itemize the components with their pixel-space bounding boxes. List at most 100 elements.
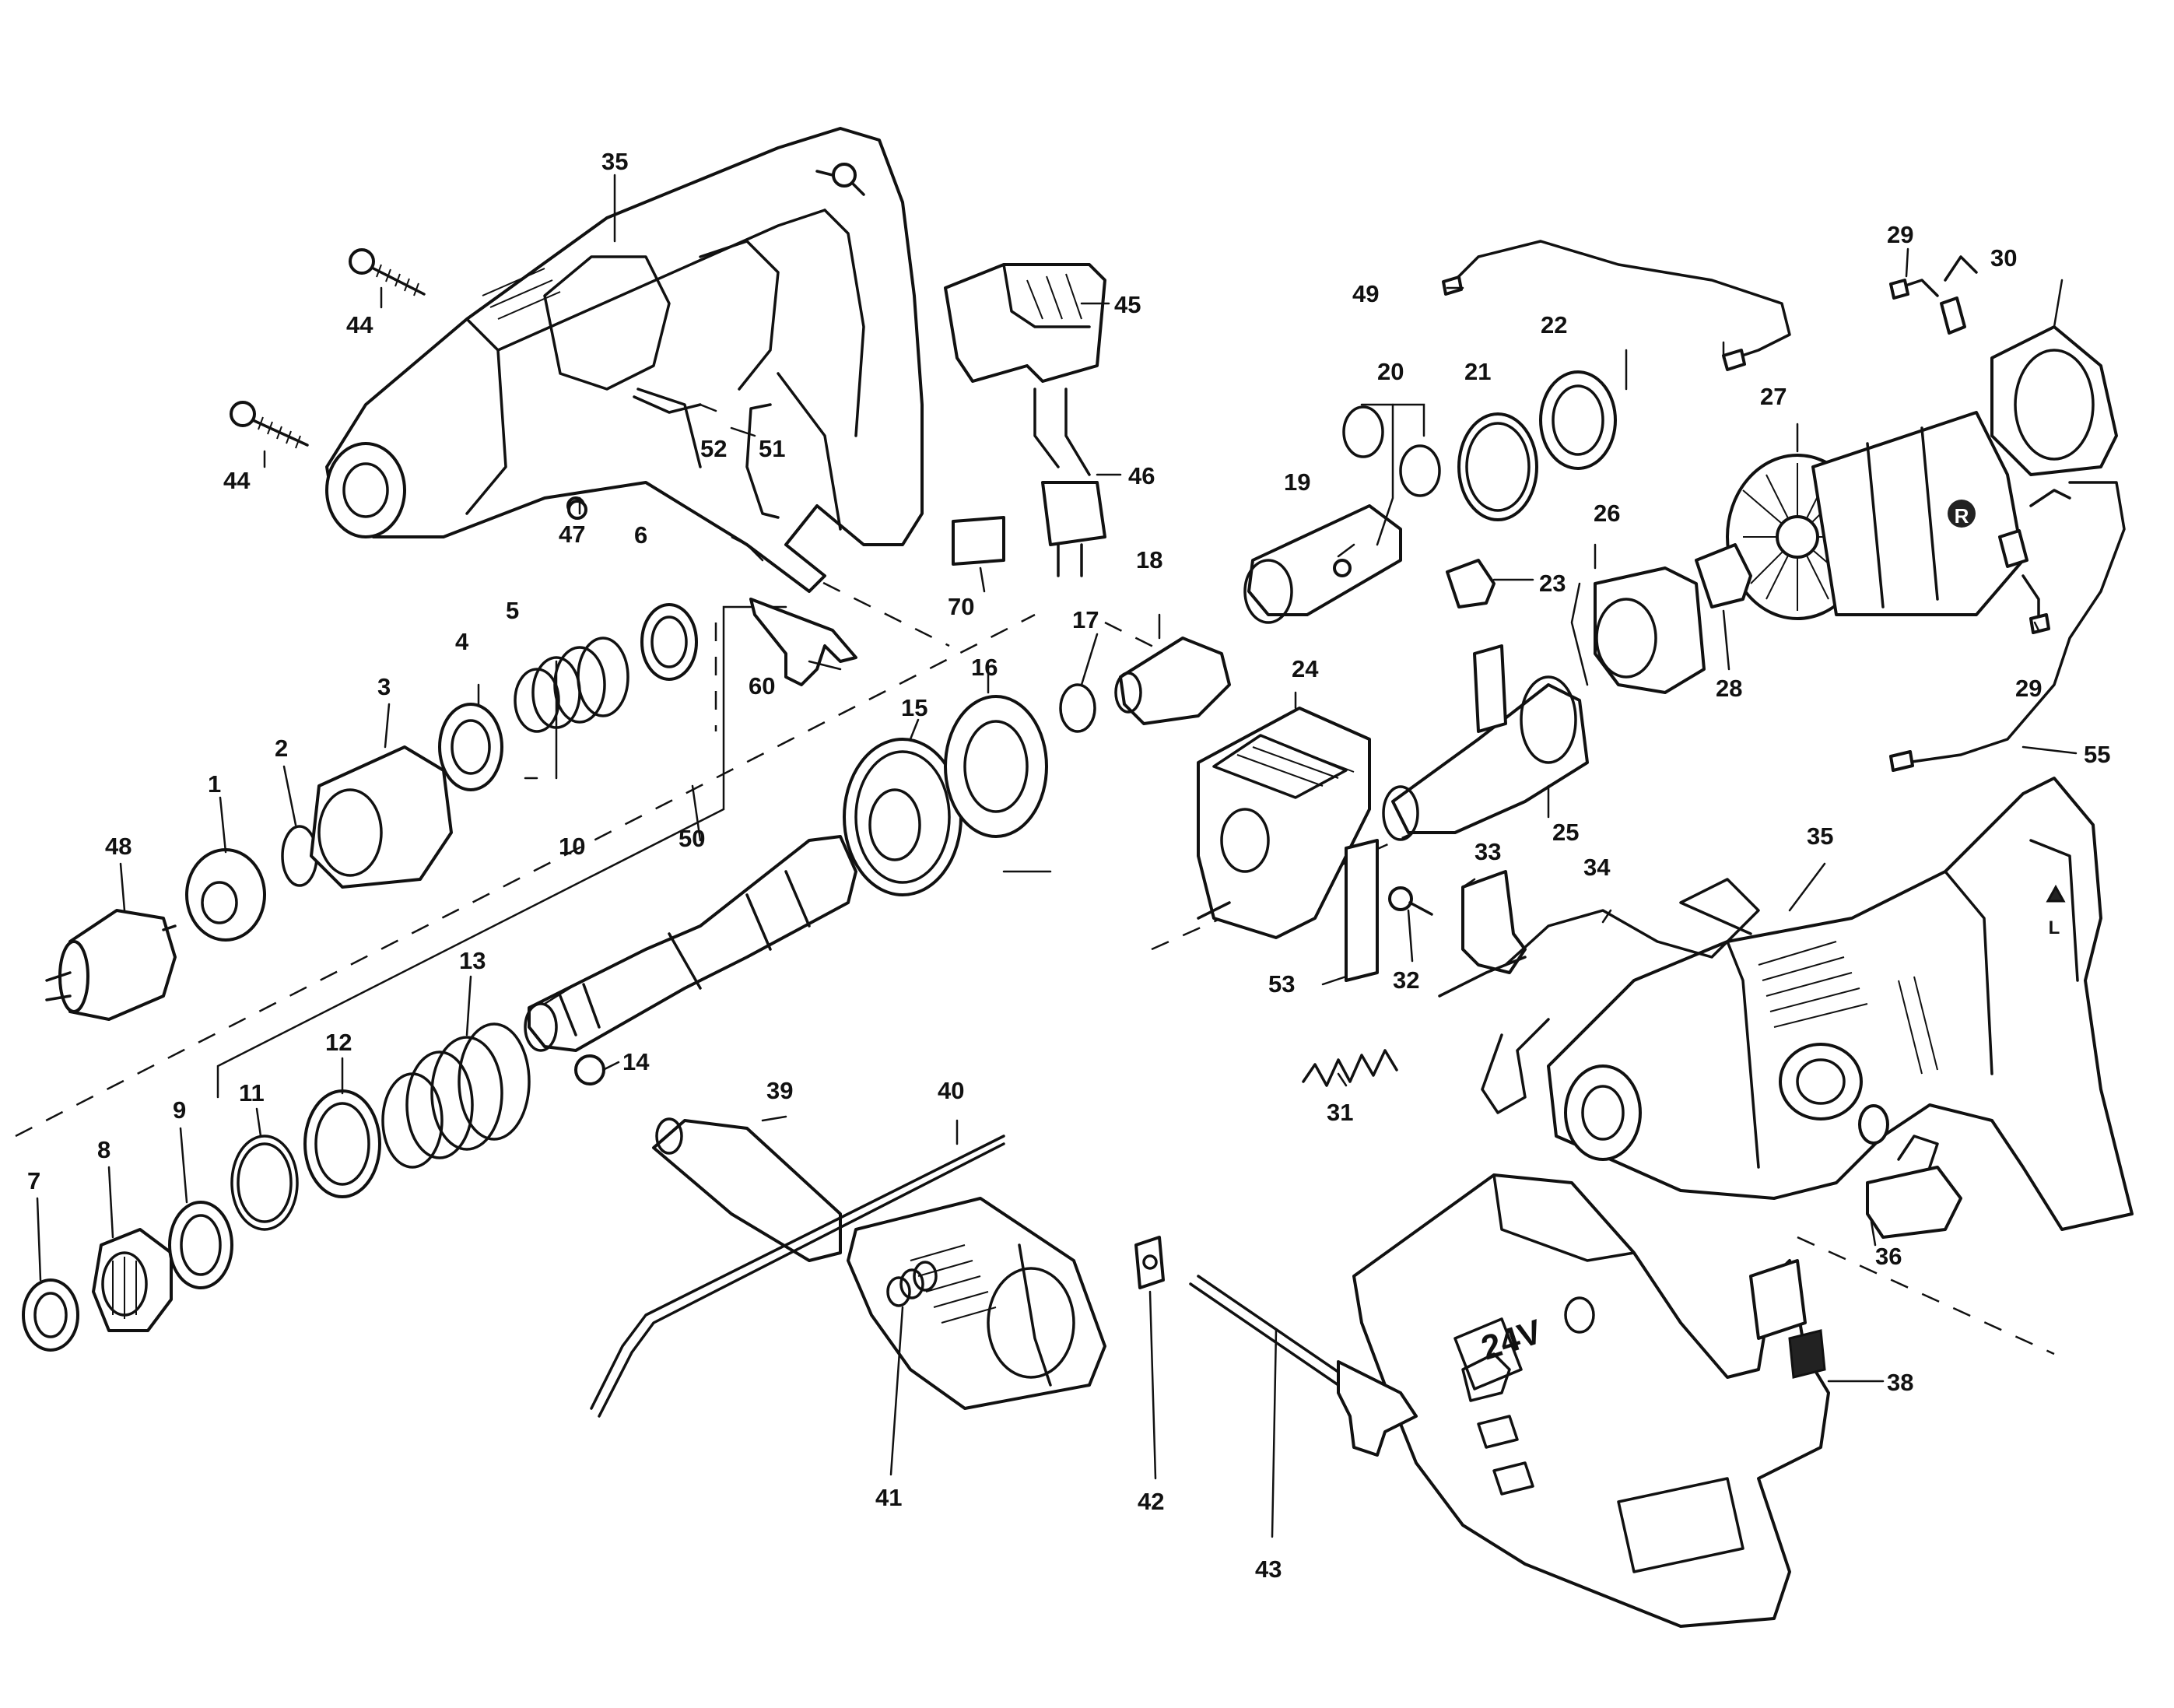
callout-42: 42	[1138, 1488, 1164, 1515]
housing-half-right	[1547, 777, 2134, 1231]
callout-10: 10	[559, 833, 585, 860]
callout-60: 60	[749, 672, 775, 700]
callout-numbers: 35 44 44 47 52 51 45 46 70 60 6 5 4 3 2 …	[27, 148, 2110, 1583]
direction-marking-l: L	[2046, 884, 2066, 938]
wire-55	[1889, 481, 2126, 772]
spring-13	[381, 1022, 531, 1169]
callout-38: 38	[1887, 1369, 1913, 1396]
callout-24: 24	[1292, 655, 1319, 682]
wire-51	[745, 403, 780, 519]
callout-2: 2	[275, 735, 288, 762]
callout-6: 6	[634, 521, 647, 549]
piston-18	[1114, 637, 1231, 725]
motor-housing-30	[1990, 325, 2118, 476]
callout-51: 51	[759, 435, 785, 462]
callout-31: 31	[1327, 1099, 1353, 1126]
callout-17: 17	[1072, 606, 1099, 633]
callout-18: 18	[1136, 546, 1162, 573]
callout-55: 55	[2084, 741, 2110, 768]
callout-36: 36	[1875, 1243, 1902, 1270]
callout-1: 1	[208, 770, 221, 798]
springs-41	[886, 1261, 938, 1307]
callout-32: 32	[1393, 966, 1419, 994]
callout-33: 33	[1474, 838, 1501, 865]
o-rings-20	[1342, 403, 1441, 546]
sleeve-3	[310, 745, 453, 889]
callout-4: 4	[455, 628, 469, 655]
callout-16: 16	[971, 654, 998, 681]
callout-40: 40	[938, 1077, 964, 1104]
callout-12: 12	[325, 1029, 352, 1056]
depth-rod-40	[590, 1135, 1005, 1418]
leader-lines	[36, 174, 2078, 1538]
screw-44-lower	[230, 401, 309, 449]
callout-49: 49	[1352, 280, 1379, 307]
direction-marking-r: R	[1948, 500, 1976, 528]
label-plate-70	[952, 516, 1005, 566]
ring-21	[1457, 412, 1538, 521]
callout-15: 15	[901, 694, 927, 721]
spring-5	[514, 637, 629, 733]
gear-15	[843, 738, 963, 896]
callout-3: 3	[377, 673, 391, 700]
callout-35-right: 35	[1807, 822, 1833, 850]
callout-29-top: 29	[1887, 221, 1913, 248]
spindle-50	[524, 835, 857, 1052]
sleeve-1	[185, 848, 266, 942]
callout-23: 23	[1539, 570, 1566, 597]
callout-53: 53	[1268, 970, 1295, 998]
strip-53	[1345, 839, 1379, 982]
callout-26: 26	[1594, 500, 1620, 527]
callout-27: 27	[1760, 383, 1787, 410]
ring-12	[303, 1089, 381, 1198]
battery-pack-38: 24V	[1352, 1173, 1830, 1628]
callout-35-top: 35	[601, 148, 628, 175]
selector-knob-36	[1866, 1135, 1962, 1239]
needle-bearing-8	[92, 1228, 173, 1332]
bearing-cover-26	[1570, 566, 1706, 694]
screw-32	[1388, 886, 1433, 916]
callout-44-upper: 44	[346, 311, 373, 338]
callout-8: 8	[97, 1136, 110, 1163]
callout-41: 41	[875, 1484, 902, 1511]
callout-13: 13	[459, 947, 486, 974]
bracket-33	[1438, 870, 1527, 998]
side-handle-39	[652, 1117, 842, 1262]
suppressor-46	[1033, 388, 1106, 577]
ring-11	[230, 1135, 299, 1231]
guide-tube-19	[1243, 504, 1402, 624]
callout-43: 43	[1255, 1555, 1282, 1583]
direction-letter-l: L	[2049, 917, 2060, 938]
wire-49	[1442, 240, 1791, 371]
callout-46: 46	[1128, 462, 1155, 489]
callout-48: 48	[105, 833, 131, 860]
callout-21: 21	[1464, 358, 1491, 385]
fan-end-28	[1695, 543, 1752, 608]
callout-70: 70	[948, 593, 974, 620]
callout-19: 19	[1284, 468, 1310, 496]
callout-45: 45	[1114, 291, 1141, 318]
callout-28: 28	[1716, 675, 1742, 702]
pin-23	[1446, 559, 1496, 608]
ring-7	[22, 1278, 79, 1352]
selector-ring	[1858, 1104, 1889, 1145]
ring-47	[567, 500, 587, 520]
ball-14	[574, 1054, 605, 1085]
clutch-ring-16	[944, 695, 1048, 838]
brush-29-upper	[1889, 255, 1978, 335]
callout-34: 34	[1583, 854, 1611, 881]
ring-17	[1059, 683, 1096, 733]
switch-45	[944, 263, 1106, 383]
callout-29-bottom: 29	[2015, 675, 2042, 702]
chuck-48	[45, 909, 177, 1021]
brush-29-lower	[1998, 489, 2071, 634]
callout-25: 25	[1552, 819, 1579, 846]
washer-6	[640, 603, 698, 681]
callout-50: 50	[678, 825, 705, 852]
spring-31	[1302, 1049, 1398, 1087]
clamp-spring-34	[1481, 878, 1760, 1114]
housing-half-left	[325, 127, 924, 593]
callout-52: 52	[700, 435, 727, 462]
direction-letter-r: R	[1955, 504, 1969, 528]
